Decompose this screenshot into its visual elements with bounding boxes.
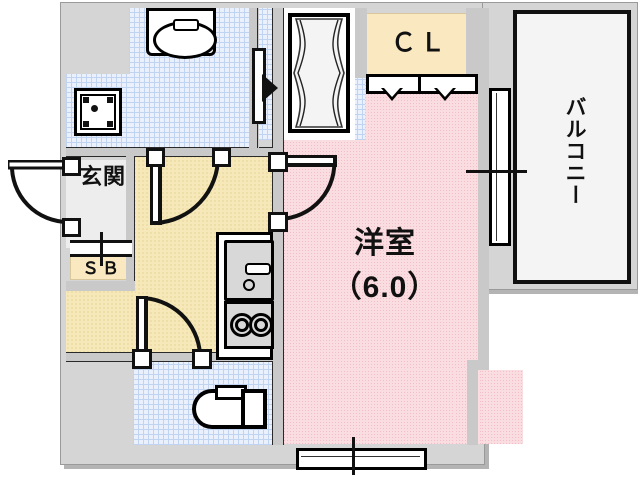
room-window-tick xyxy=(352,437,355,475)
closet-label: ＣＬ xyxy=(390,29,449,57)
kitchen-faucet xyxy=(245,263,271,275)
balcony-door-tick-left xyxy=(466,170,490,173)
gas-stove xyxy=(224,301,274,349)
stove-burner-left-inner xyxy=(235,318,249,332)
hallway-floor-left xyxy=(66,290,136,360)
stove-burner-right-inner xyxy=(254,318,268,332)
dressing-door-jamb-left xyxy=(146,148,165,167)
vanity-faucet xyxy=(173,19,199,31)
entrance-label: 玄関 xyxy=(80,164,127,189)
bathtub-shape-icon xyxy=(293,18,345,128)
washer-corner-tr xyxy=(107,97,113,103)
toilet-door-jamb-right xyxy=(192,349,212,369)
wall-closet-left xyxy=(355,8,367,78)
entrance-door[interactable] xyxy=(6,159,70,226)
wall-toilet-top-edge2 xyxy=(66,361,273,362)
main-room-floor xyxy=(283,78,478,370)
washer-corner-bl xyxy=(83,121,89,127)
window-pane-upper xyxy=(301,453,420,457)
closet-door-right-marker-inner xyxy=(437,88,453,97)
unit-bath-door-arrow xyxy=(262,74,278,102)
washer-pan-inner xyxy=(80,94,116,130)
balcony-sliding-door[interactable] xyxy=(489,88,511,246)
balcony-area xyxy=(513,10,631,284)
washer-corner-br xyxy=(107,121,113,127)
balcony-door-tick xyxy=(487,170,527,173)
main-room-area-label: （6.0） xyxy=(331,271,439,304)
wall-wet-bottom xyxy=(66,147,273,157)
sliding-panel-right xyxy=(498,93,502,241)
toilet-door-jamb-left xyxy=(132,349,152,369)
washer-corner-tl xyxy=(83,97,89,103)
entrance-door-jamb-bottom xyxy=(62,218,81,237)
main-room-door-jamb-bottom xyxy=(268,212,288,232)
entrance-door-swing-icon xyxy=(6,159,70,224)
kitchen-drain xyxy=(243,279,255,291)
wall-entrance-bottom xyxy=(66,281,135,291)
wall-room-right-lower xyxy=(467,360,478,445)
sliding-panel-left xyxy=(493,93,497,241)
main-room-door-jamb-top xyxy=(268,152,288,172)
wall-toilet-top-edge xyxy=(66,352,273,353)
entrance-door-jamb-top xyxy=(62,157,81,176)
bathtub xyxy=(288,13,350,133)
entrance-step-tick xyxy=(100,232,103,266)
balcony-label: バルコニー xyxy=(563,96,586,206)
stove-burner-right xyxy=(249,313,273,337)
shoe-box-label: ＳＢ xyxy=(82,259,122,278)
window-pane-lower xyxy=(301,458,420,462)
washing-machine-pan xyxy=(74,88,122,136)
kitchen-unit xyxy=(216,232,274,360)
wall-wet-bottom-edge xyxy=(66,147,273,148)
washer-drain xyxy=(91,105,98,112)
wall-room-right-upper xyxy=(478,8,489,370)
toilet-tank xyxy=(241,389,267,429)
wall-entrance-right-edge xyxy=(134,156,135,290)
toilet-fixture xyxy=(192,385,267,429)
wall-toilet-top xyxy=(66,352,273,362)
wall-wet-bottom-edge2 xyxy=(66,156,273,157)
wall-closet-right xyxy=(466,8,480,78)
main-room-floor-bottom xyxy=(283,370,478,444)
vanity-sink xyxy=(146,8,217,59)
closet-door-left-marker-inner xyxy=(384,88,400,97)
room-window-south[interactable] xyxy=(296,448,427,470)
main-room-name-label: 洋室 xyxy=(354,227,416,260)
wall-entrance-right xyxy=(126,156,135,290)
dressing-door-jamb-right xyxy=(212,148,231,167)
